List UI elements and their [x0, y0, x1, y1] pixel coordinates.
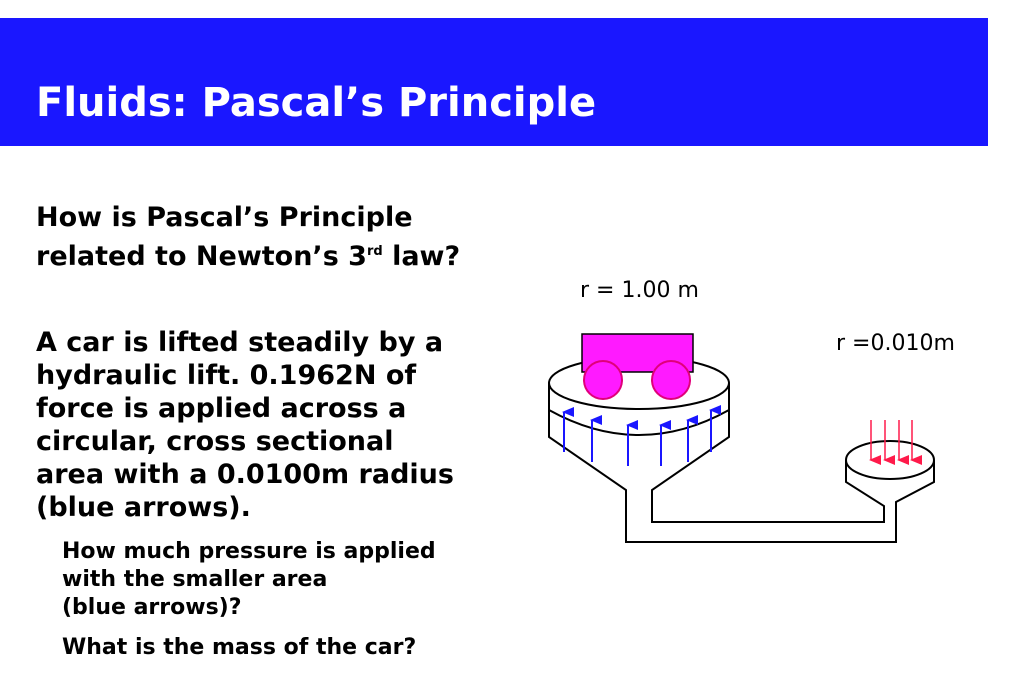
car-wheel-right — [651, 360, 691, 400]
question-line-1: How is Pascal’s Principle — [36, 202, 413, 233]
downward-force-arrows — [869, 420, 922, 465]
large-cylinder-bottom-arc — [548, 409, 730, 436]
large-radius-label: r = 1.00 m — [580, 278, 699, 303]
small-piston-top — [845, 440, 935, 480]
ordinal-superscript: rd — [366, 244, 383, 259]
question-line-2-end: law? — [382, 241, 461, 272]
sub-question-line: (blue arrows)? — [62, 595, 242, 620]
problem-statement: A car is lifted steadily by a hydraulic … — [36, 326, 506, 524]
problem-line: circular, cross sectional — [36, 426, 394, 457]
problem-line: hydraulic lift. 0.1962N of — [36, 360, 417, 391]
hydraulic-container-outline — [548, 383, 935, 543]
small-radius-label: r =0.010m — [836, 331, 955, 356]
sub-question-pressure: How much pressure is applied with the sm… — [62, 538, 502, 622]
sub-question-line: How much pressure is applied — [62, 539, 436, 564]
car-wheel-left — [583, 360, 623, 400]
upward-force-arrows — [562, 405, 721, 466]
problem-line: force is applied across a — [36, 393, 407, 424]
problem-line: A car is lifted steadily by a — [36, 327, 444, 358]
hydraulic-lift-diagram: r = 1.00 m r =0.010m — [548, 278, 955, 543]
problem-line: area with a 0.0100m radius — [36, 459, 454, 490]
question-line-2: related to Newton’s 3rd law? — [36, 235, 536, 274]
question-line-2-text: related to Newton’s 3 — [36, 241, 367, 272]
problem-line: (blue arrows). — [36, 492, 251, 523]
title-bar — [0, 18, 988, 146]
slide-title: Fluids: Pascal’s Principle — [36, 80, 597, 126]
question-text: How is Pascal’s Principle related to New… — [36, 201, 536, 274]
sub-question-mass: What is the mass of the car? — [62, 635, 417, 660]
sub-question-line: with the smaller area — [62, 567, 328, 592]
